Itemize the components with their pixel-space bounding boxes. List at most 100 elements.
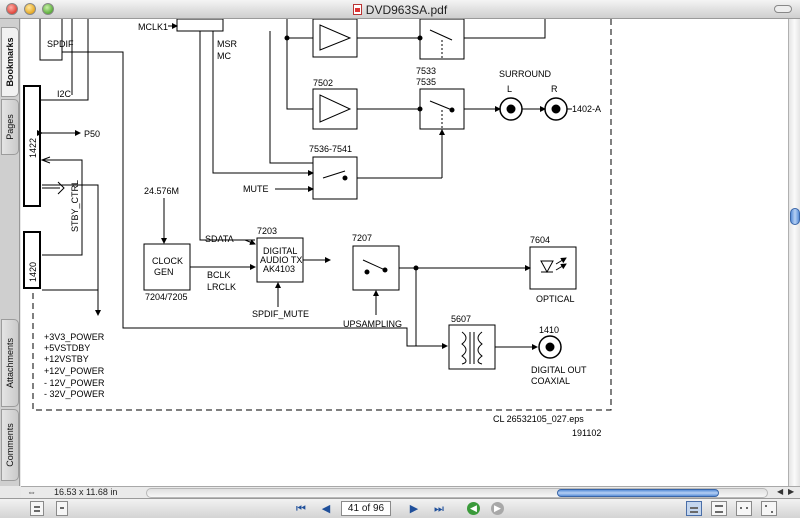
connector-1420-label: 1420 (28, 262, 38, 282)
toolbar-toggle-button[interactable] (774, 5, 792, 13)
board-outline (32, 19, 612, 411)
tab-comments[interactable]: Comments (1, 409, 19, 481)
signal-mclk1: MCLK1 (138, 22, 168, 32)
dig-label-2: AUDIO TX (260, 255, 302, 265)
tab-pages-label: Pages (5, 114, 15, 140)
switch-7207 (352, 245, 400, 291)
part-7533: 7533 (416, 66, 436, 76)
drawing-date: 191102 (572, 428, 601, 438)
part-7204: 7204/7205 (145, 292, 188, 302)
bottom-toolbar: ⏮ ◀ 41 of 96 ▶ ⏭ ◀ ▶ (0, 498, 800, 518)
page-number-field[interactable]: 41 of 96 (341, 501, 391, 516)
tab-attachments-label: Attachments (5, 337, 15, 389)
signal-upsampling: UPSAMPLING (343, 319, 402, 329)
label-1402a: 1402-A (572, 104, 601, 114)
power-rail: +12VSTBY (44, 354, 89, 364)
two-page-view-icon[interactable] (736, 501, 752, 516)
bus-arrow-i2c (39, 19, 89, 101)
vertical-scrollbar[interactable] (788, 19, 800, 486)
horizontal-scroll-thumb[interactable] (557, 489, 719, 497)
first-page-icon[interactable]: ⏮ (296, 503, 306, 515)
power-rail: - 32V_POWER (44, 389, 105, 399)
document-page[interactable]: 1422 1420 SPDIF I2C P50 STBY_CTRL (21, 19, 788, 486)
vertical-scroll-thumb[interactable] (790, 208, 800, 225)
power-rail: +5VSTDBY (44, 343, 90, 353)
tab-attachments[interactable]: Attachments (1, 319, 19, 407)
stby-wire (42, 159, 83, 256)
optical-transmitter (529, 246, 577, 290)
resize-arrows-icon[interactable]: ⇔ (27, 487, 36, 497)
dig-label-3: AK4103 (263, 264, 295, 274)
signal-mute: MUTE (243, 184, 269, 194)
transformer-5607 (448, 324, 496, 370)
part-1410: 1410 (539, 325, 559, 335)
power-rail: +12V_POWER (44, 366, 105, 376)
pdf-file-icon (352, 4, 362, 15)
part-5607: 5607 (451, 314, 471, 324)
sidebar-tabs: Bookmarks Pages Attachments Comments (0, 19, 20, 486)
dig-label-1: DIGITAL (263, 246, 297, 256)
next-page-icon[interactable]: ▶ (409, 503, 419, 515)
signal-stby-ctrl: STBY_CTRL (70, 180, 80, 232)
horizontal-scrollbar[interactable] (146, 488, 768, 498)
tab-pages[interactable]: Pages (1, 99, 19, 155)
label-optical: OPTICAL (536, 294, 575, 304)
previous-page-icon[interactable]: ◀ (321, 503, 331, 515)
status-bar: ⇔ 16.53 x 11.68 in ◀ ▶ (21, 486, 800, 498)
forward-icon[interactable]: ▶ (491, 502, 504, 515)
label-coaxial: COAXIAL (531, 376, 570, 386)
label-r: R (551, 84, 558, 94)
connector-1422-label: 1422 (28, 138, 38, 158)
part-7535: 7535 (416, 77, 436, 87)
thumbnail-view-icon[interactable] (30, 501, 44, 516)
spdif-wire (62, 51, 447, 347)
window-title-text: DVD963SA.pdf (365, 3, 448, 17)
part-7502: 7502 (313, 78, 333, 88)
scroll-left-arrow-icon[interactable]: ◀ (777, 487, 784, 496)
two-continuous-view-icon[interactable] (761, 501, 777, 516)
close-window-button[interactable] (6, 3, 18, 15)
last-page-icon[interactable]: ⏭ (434, 503, 444, 515)
power-wire (42, 184, 99, 291)
signal-lrclk: LRCLK (207, 282, 236, 292)
top-ic-block (176, 19, 224, 32)
single-continuous-view-icon[interactable] (711, 501, 727, 516)
part-7207: 7207 (352, 233, 372, 243)
mute-switch (312, 156, 358, 200)
clock-label-2: GEN (154, 267, 174, 277)
label-osc: 24.576M (144, 186, 179, 196)
signal-sdata: SDATA (205, 234, 234, 244)
part-7536: 7536-7541 (309, 144, 352, 154)
switch-top (419, 19, 465, 60)
signal-bclk: BCLK (207, 270, 231, 280)
scroll-right-arrow-icon[interactable]: ▶ (788, 487, 795, 496)
coaxial-jack (538, 335, 562, 359)
power-rails-list: +3V3_POWER +5VSTDBY +12VSTBY +12V_POWER … (44, 332, 105, 399)
signal-i2c: I2C (57, 89, 72, 99)
part-7203: 7203 (257, 226, 277, 236)
minimize-window-button[interactable] (24, 3, 36, 15)
back-icon[interactable]: ◀ (467, 502, 480, 515)
drawing-reference: CL 26532105_027.eps (493, 414, 584, 424)
connector-1422: 1422 (23, 85, 41, 207)
single-page-view-icon[interactable] (686, 501, 702, 516)
title-bar: DVD963SA.pdf (0, 0, 800, 19)
tab-bookmarks-label: Bookmarks (5, 37, 15, 87)
signal-mc: MC (217, 51, 231, 61)
part-7604: 7604 (530, 235, 550, 245)
connector-1420: 1420 (23, 231, 41, 289)
label-l: L (507, 84, 512, 94)
zoom-window-button[interactable] (42, 3, 54, 15)
signal-spdif: SPDIF (47, 39, 74, 49)
tab-bookmarks[interactable]: Bookmarks (1, 27, 19, 97)
power-rail: +3V3_POWER (44, 332, 105, 342)
window-title: DVD963SA.pdf (0, 3, 800, 17)
signal-msr: MSR (217, 39, 238, 49)
power-rail: - 12V_POWER (44, 378, 105, 388)
tab-comments-label: Comments (5, 423, 15, 467)
label-surround: SURROUND (499, 69, 552, 79)
page-view-icon[interactable] (56, 501, 68, 516)
signal-p50: P50 (84, 129, 100, 139)
signal-spdif-mute: SPDIF_MUTE (252, 309, 309, 319)
clock-label-1: CLOCK (152, 256, 183, 266)
